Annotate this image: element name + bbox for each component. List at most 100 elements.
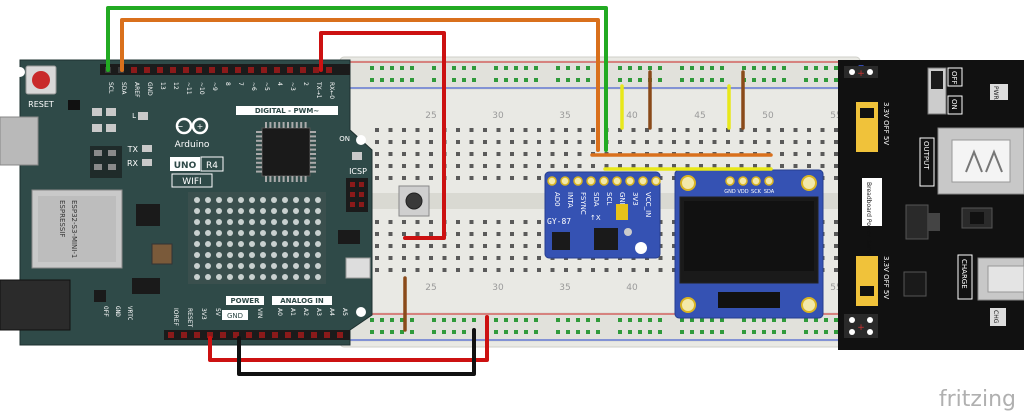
rail-hole[interactable] xyxy=(690,66,694,70)
breadboard-hole[interactable] xyxy=(510,220,514,224)
header-pin[interactable] xyxy=(248,67,254,73)
rail-hole[interactable] xyxy=(680,66,684,70)
rail-hole[interactable] xyxy=(752,330,756,334)
rail-hole[interactable] xyxy=(504,318,508,322)
wire-pin2-red[interactable] xyxy=(319,31,446,240)
rail-hole[interactable] xyxy=(452,318,456,322)
breadboard-hole[interactable] xyxy=(429,220,433,224)
rail-hole[interactable] xyxy=(494,318,498,322)
rail-hole[interactable] xyxy=(596,330,600,334)
breadboard-hole[interactable] xyxy=(510,164,514,168)
header-pin[interactable] xyxy=(246,332,252,338)
rail-hole[interactable] xyxy=(804,318,808,322)
breadboard-hole[interactable] xyxy=(402,220,406,224)
breadboard-hole[interactable] xyxy=(402,128,406,132)
header-pin[interactable] xyxy=(300,67,306,73)
breadboard-hole[interactable] xyxy=(469,152,474,156)
rail-hole[interactable] xyxy=(782,330,786,334)
wire-sda-orange[interactable] xyxy=(120,18,600,152)
rail-hole[interactable] xyxy=(370,78,374,82)
rail-hole[interactable] xyxy=(442,330,446,334)
rail-hole[interactable] xyxy=(648,66,652,70)
rail-hole[interactable] xyxy=(452,66,456,70)
breadboard-hole[interactable] xyxy=(469,244,474,248)
rail-hole[interactable] xyxy=(524,78,528,82)
breadboard-hole[interactable] xyxy=(429,152,433,156)
breadboard-hole[interactable] xyxy=(388,176,393,180)
rail-hole[interactable] xyxy=(618,78,622,82)
rail-hole[interactable] xyxy=(834,318,838,322)
rail-hole[interactable] xyxy=(658,318,662,322)
rail-hole[interactable] xyxy=(504,66,508,70)
rail-hole[interactable] xyxy=(782,78,786,82)
breadboard-hole[interactable] xyxy=(591,268,595,272)
rail-hole[interactable] xyxy=(638,78,642,82)
breadboard-hole[interactable] xyxy=(429,164,433,168)
breadboard-hole[interactable] xyxy=(456,232,460,236)
breadboard-hole[interactable] xyxy=(415,128,420,132)
rail-hole[interactable] xyxy=(772,78,776,82)
breadboard-hole[interactable] xyxy=(415,220,420,224)
breadboard-hole[interactable] xyxy=(442,256,447,260)
breadboard-hole[interactable] xyxy=(577,152,582,156)
breadboard-hole[interactable] xyxy=(834,268,838,272)
rail-hole[interactable] xyxy=(710,318,714,322)
breadboard-hole[interactable] xyxy=(388,256,393,260)
rail-hole[interactable] xyxy=(472,318,476,322)
breadboard-hole[interactable] xyxy=(375,128,379,132)
mpu-pin[interactable] xyxy=(573,176,583,186)
breadboard-hole[interactable] xyxy=(483,244,487,248)
rail-hole[interactable] xyxy=(494,330,498,334)
rail-hole[interactable] xyxy=(690,318,694,322)
rail-hole[interactable] xyxy=(432,78,436,82)
breadboard-hole[interactable] xyxy=(402,244,406,248)
breadboard-hole[interactable] xyxy=(388,164,393,168)
rail-hole[interactable] xyxy=(504,78,508,82)
breadboard-hole[interactable] xyxy=(537,220,541,224)
rail-hole[interactable] xyxy=(658,330,662,334)
rail-hole[interactable] xyxy=(410,330,414,334)
rail-hole[interactable] xyxy=(700,330,704,334)
mpu-pin[interactable] xyxy=(586,176,596,186)
breadboard-hole[interactable] xyxy=(807,140,811,144)
header-pin[interactable] xyxy=(220,332,226,338)
breadboard-hole[interactable] xyxy=(375,244,379,248)
breadboard-hole[interactable] xyxy=(699,140,703,144)
breadboard-hole[interactable] xyxy=(537,140,541,144)
breadboard-hole[interactable] xyxy=(631,128,636,132)
mpu-pin[interactable] xyxy=(612,176,622,186)
rail-hole[interactable] xyxy=(400,78,404,82)
breadboard-hole[interactable] xyxy=(429,232,433,236)
breadboard-hole[interactable] xyxy=(523,140,528,144)
rail-hole[interactable] xyxy=(720,318,724,322)
rail-hole[interactable] xyxy=(690,78,694,82)
jumper-cap[interactable] xyxy=(860,286,874,296)
oled-pin[interactable] xyxy=(764,176,774,186)
breadboard-hole[interactable] xyxy=(564,268,568,272)
oled-pin[interactable] xyxy=(751,176,761,186)
breadboard-hole[interactable] xyxy=(456,176,460,180)
header-pin[interactable] xyxy=(181,332,187,338)
rail-hole[interactable] xyxy=(814,330,818,334)
header-pin[interactable] xyxy=(168,332,174,338)
rail-hole[interactable] xyxy=(462,78,466,82)
rail-hole[interactable] xyxy=(452,78,456,82)
rail-hole[interactable] xyxy=(586,78,590,82)
rail-hole[interactable] xyxy=(390,66,394,70)
rail-hole[interactable] xyxy=(472,78,476,82)
breadboard-hole[interactable] xyxy=(807,152,811,156)
breadboard-hole[interactable] xyxy=(388,232,393,236)
breadboard-hole[interactable] xyxy=(537,256,541,260)
breadboard-hole[interactable] xyxy=(375,268,379,272)
breadboard-hole[interactable] xyxy=(564,140,568,144)
rail-hole[interactable] xyxy=(566,318,570,322)
breadboard-hole[interactable] xyxy=(456,164,460,168)
breadboard-hole[interactable] xyxy=(469,164,474,168)
mpu-pin[interactable] xyxy=(547,176,557,186)
breadboard-hole[interactable] xyxy=(672,232,676,236)
breadboard-hole[interactable] xyxy=(672,140,676,144)
rail-hole[interactable] xyxy=(566,66,570,70)
rail-hole[interactable] xyxy=(782,66,786,70)
rail-hole[interactable] xyxy=(390,318,394,322)
breadboard-hole[interactable] xyxy=(456,128,460,132)
